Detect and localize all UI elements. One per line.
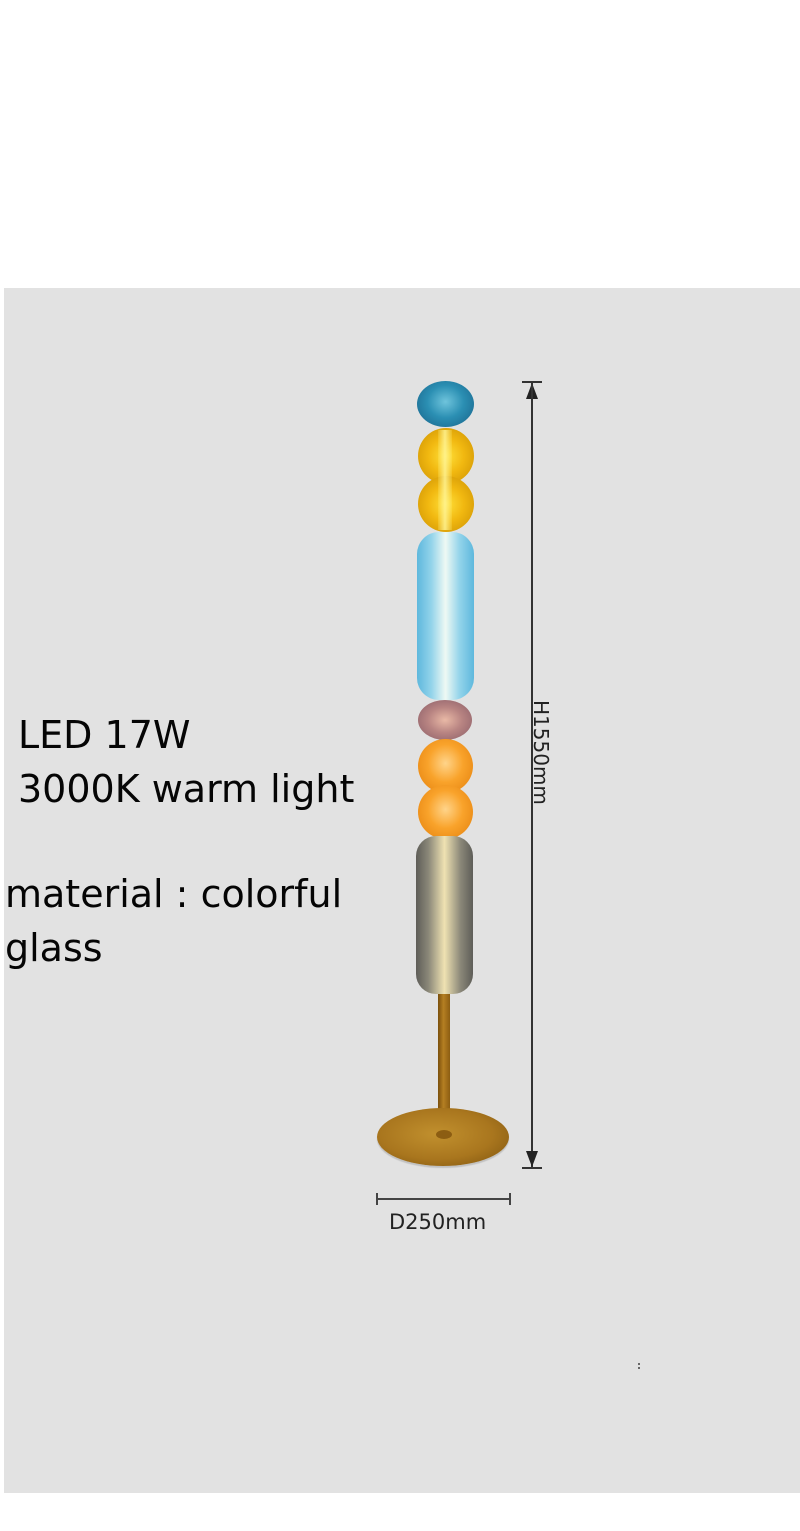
height-label: H1550mm xyxy=(529,700,553,805)
diameter-dimension-left-tick xyxy=(376,1193,378,1205)
lamp-segment-blue-round xyxy=(417,381,474,427)
spec-power: LED 17W xyxy=(18,713,191,757)
yellow-highlight xyxy=(438,430,452,530)
orange-bulb-lower xyxy=(418,785,473,839)
product-image-panel xyxy=(4,288,800,1493)
height-dimension-top-tick xyxy=(522,381,542,383)
lamp-base-collar xyxy=(436,1130,452,1139)
spec-color-temperature: 3000K warm light xyxy=(18,767,355,811)
height-dimension-bottom-tick xyxy=(522,1167,542,1169)
stray-mark xyxy=(638,1363,640,1369)
lamp-segment-orange-double xyxy=(418,739,473,839)
arrow-down-icon xyxy=(526,1151,538,1167)
diameter-dimension-line xyxy=(378,1198,510,1200)
spec-material-line2: glass xyxy=(5,926,103,970)
lamp-segment-smoke-gray-cylinder xyxy=(416,836,473,994)
lamp-stem xyxy=(438,994,450,1138)
diameter-label: D250mm xyxy=(389,1210,487,1234)
lamp-segment-yellow-double xyxy=(418,428,474,532)
height-dimension-line xyxy=(531,383,533,1167)
orange-bulb-upper xyxy=(418,739,473,793)
lamp-segment-mauve-round xyxy=(418,700,472,740)
spec-material-line1: material : colorful xyxy=(5,872,343,916)
lamp-segment-light-blue-cylinder xyxy=(417,532,474,700)
diameter-dimension-right-tick xyxy=(509,1193,511,1205)
